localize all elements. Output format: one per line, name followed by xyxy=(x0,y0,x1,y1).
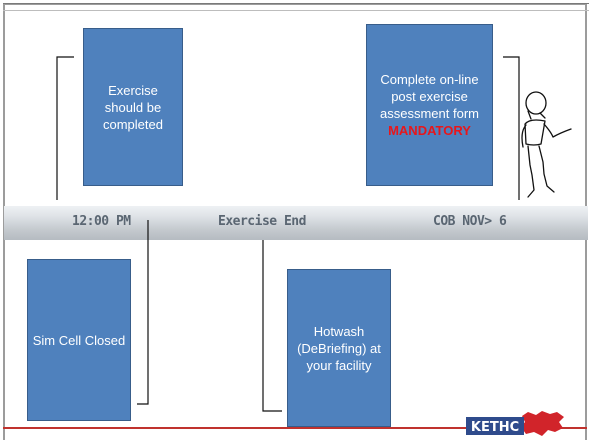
box-hotwash-text: Hotwash (DeBriefing) at your facility xyxy=(297,323,381,373)
logo-badge xyxy=(466,417,524,435)
bracket-assessment xyxy=(503,56,520,200)
box-exercise-completed-text: Exercise should be completed xyxy=(103,82,163,132)
stick-figure-torso xyxy=(524,119,546,146)
timeline-label-cob: COB NOV> 6 xyxy=(433,214,507,229)
mandatory-text: MANDATORY xyxy=(388,123,471,138)
timeline-label-time: 12:00 PM xyxy=(72,214,131,229)
footer-line xyxy=(3,427,587,429)
bracket-sim-cell xyxy=(137,220,149,405)
box-sim-cell: Sim Cell Closed xyxy=(27,259,131,421)
box-assessment-form: Complete on-line post exercise assessmen… xyxy=(366,24,493,186)
timeline-band xyxy=(4,206,588,240)
stick-figure-head xyxy=(525,91,547,115)
box-sim-cell-text: Sim Cell Closed xyxy=(32,332,126,348)
bracket-hotwash xyxy=(262,240,282,412)
box-exercise-completed: Exercise should be completed xyxy=(83,28,183,186)
box-hotwash: Hotwash (DeBriefing) at your facility xyxy=(287,269,391,427)
top-rule xyxy=(3,3,589,11)
box-assessment-text: Complete on-line post exercise assessmen… xyxy=(380,72,479,121)
logo-text: KETHC xyxy=(471,420,519,435)
logo-state-shape xyxy=(521,411,564,436)
bracket-exercise-completed xyxy=(56,56,74,200)
kethc-logo: KETHC xyxy=(466,411,564,436)
timeline-label-end: Exercise End xyxy=(218,214,306,229)
stick-figure xyxy=(521,91,572,198)
